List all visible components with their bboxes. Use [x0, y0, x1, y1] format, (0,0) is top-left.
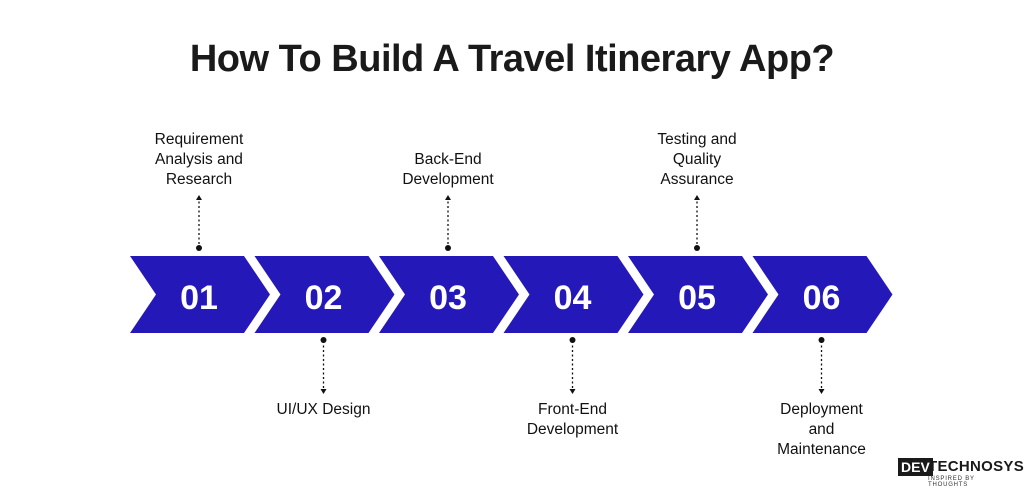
step-chevron-05: [628, 256, 768, 333]
step-connector-arrow-03: [445, 195, 451, 200]
step-connector-arrow-01: [196, 195, 202, 200]
step-label-line: Development: [526, 421, 619, 438]
step-label-line: Assurance: [660, 171, 734, 188]
step-label-line: Requirement: [154, 131, 244, 148]
step-connector-arrow-05: [694, 195, 700, 200]
step-label-line: Deployment: [780, 401, 863, 418]
logo-tagline: INSPIRED BY THOUGHTS: [928, 476, 975, 488]
logo-mark: DEV: [898, 458, 933, 476]
step-chevron-04: [503, 256, 644, 333]
step-number-06: 06: [803, 279, 841, 317]
logo-name: TECHNOSYS: [928, 458, 1024, 475]
step-connector-arrow-02: [320, 389, 327, 394]
step-number-01: 01: [180, 279, 218, 317]
step-connector-dot-05: [694, 245, 700, 251]
step-label-line: Research: [165, 171, 233, 188]
step-number-05: 05: [678, 279, 716, 317]
step-label-line: Testing and: [657, 131, 737, 148]
step-label-line: Maintenance: [777, 441, 866, 458]
step-connector-arrow-06: [818, 389, 825, 394]
step-label-line: Quality: [672, 151, 722, 168]
step-connector-arrow-04: [569, 389, 576, 394]
step-label-02: UI/UX Design: [234, 400, 414, 420]
step-label-line: Analysis and: [155, 151, 243, 168]
step-chevron-02: [254, 256, 395, 333]
step-chevron-01: [130, 256, 270, 333]
step-number-02: 02: [305, 279, 343, 317]
step-label-line: Back-End: [414, 151, 482, 168]
step-number-03: 03: [429, 279, 467, 317]
step-label-line: and: [808, 421, 835, 438]
step-connector-dot-04: [569, 337, 576, 343]
step-label-line: Front-End: [538, 401, 607, 418]
company-logo: DEV TECHNOSYS INSPIRED BY THOUGHTS: [898, 458, 1024, 488]
step-connector-dot-06: [818, 337, 825, 343]
step-connector-dot-03: [445, 245, 451, 251]
step-label-line: UI/UX Design: [276, 401, 371, 418]
step-chevron-06: [752, 256, 893, 333]
step-connector-dot-01: [196, 245, 202, 251]
page-title: How To Build A Travel Itinerary App?: [189, 38, 835, 80]
step-chevron-03: [379, 256, 519, 333]
step-connector-dot-02: [320, 337, 327, 343]
step-number-04: 04: [554, 279, 592, 317]
step-label-line: Development: [402, 171, 494, 188]
